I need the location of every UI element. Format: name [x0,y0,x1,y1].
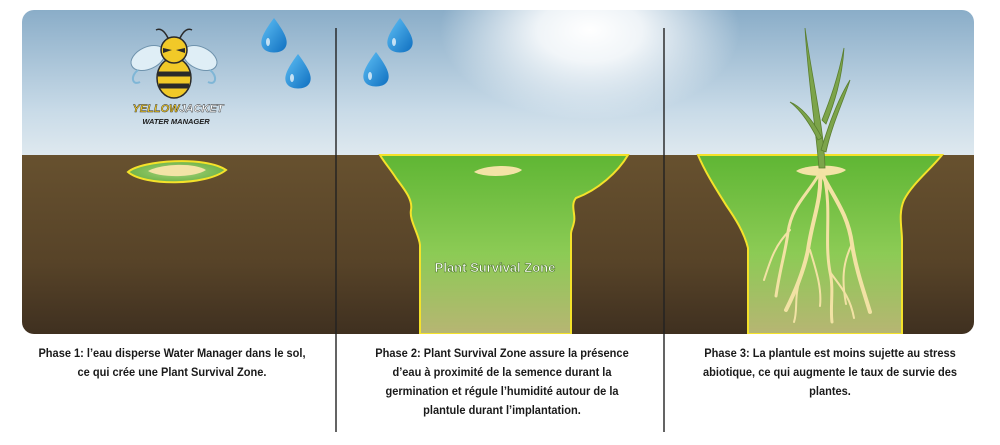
bee-mascot-icon [130,28,218,99]
logo-subtitle: WATER MANAGER [142,117,210,126]
caption-phase-3: Phase 3: La plantule est moins sujette a… [702,346,957,398]
caption-phase-2: Phase 2: Plant Survival Zone assure la p… [375,346,629,417]
plant-survival-zone-phase-2 [378,154,630,334]
logo-brand: YELLOWJACKET [132,103,224,115]
sun-glow [440,10,740,120]
seed-icon [148,164,206,177]
plant-survival-zone-phase-3 [696,154,945,334]
seedling-icon [789,27,851,169]
caption-phase-1: Phase 1: l’eau disperse Water Manager da… [38,346,306,379]
seed-icon [474,166,522,176]
seed-halo-phase-1 [126,160,228,184]
water-drop-highlights [266,38,396,82]
roots-icon [763,170,872,324]
zone-label: Plant Survival Zone [435,260,556,275]
